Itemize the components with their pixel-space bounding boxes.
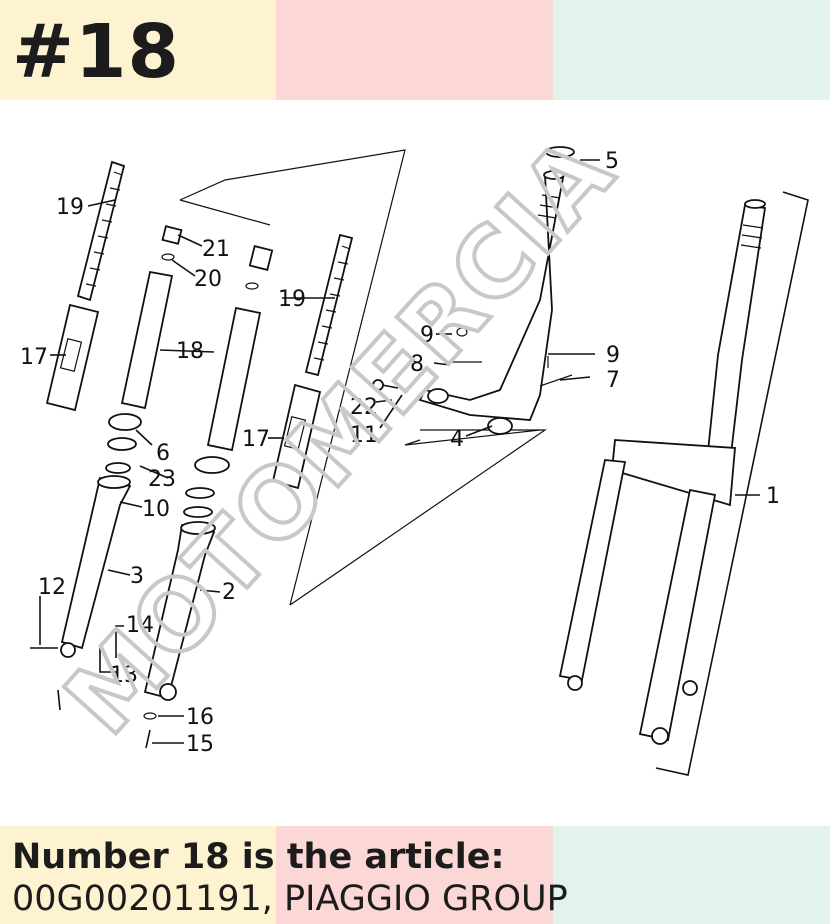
callout-3: 3 [130,564,144,589]
header-band-yellow [0,0,276,100]
parts-20-21 [161,225,274,290]
damper-17-left [45,303,100,412]
header-band [0,0,830,100]
spring-19-left [76,160,126,302]
caption-band [0,826,830,924]
callout-1: 1 [766,484,780,509]
exploded-parts-diagram: 1 2 3 4 5 6 7 8 9 9 10 11 12 13 14 15 16… [20,114,809,776]
fork-leg-2 [143,521,216,701]
callout-11: 11 [350,423,378,448]
bolts-12-15-16 [30,647,157,749]
caption-heading: Number 18 is the article: [12,837,505,877]
caption-band-mint [553,826,830,924]
screws-7-8-9-22 [372,327,573,391]
leader-lines [39,159,760,744]
callout-8: 8 [410,352,424,377]
callout-19-left: 19 [56,195,84,220]
dashed-frame-lower [289,429,547,606]
callout-12: 12 [38,575,66,600]
callout-17-right: 17 [242,427,270,452]
fork-tube-18-right [206,306,262,452]
callout-22: 22 [350,395,378,420]
callout-20: 20 [194,267,222,292]
callout-4: 4 [450,427,464,452]
callout-17-left: 17 [20,345,48,370]
callout-7: 7 [606,368,620,393]
fork-tube-18-left [120,270,174,410]
callout-23: 23 [148,467,176,492]
caption-band-pink [276,826,553,924]
steering-stem-4 [418,170,565,435]
callout-6: 6 [156,441,170,466]
watermark-text: MOTOMERCIA [44,116,636,756]
callout-18: 18 [176,339,204,364]
fork-assembly-1 [558,199,767,745]
callout-21: 21 [202,237,230,262]
bracket-part-1 [655,191,809,776]
article-number: 00G00201191, PIAGGIO GROUP [12,879,568,919]
callout-13: 13 [110,663,138,688]
header-band-mint [553,0,830,100]
callout-5: 5 [605,149,619,174]
header-band-pink [276,0,553,100]
washers-6-23-10 [105,413,230,518]
nut-5 [545,146,575,158]
callout-labels: 1 2 3 4 5 6 7 8 9 9 10 11 12 13 14 15 16… [20,149,780,757]
callout-2: 2 [222,580,236,605]
callout-10: 10 [142,497,170,522]
article-caption: Number 18 is the article: 00G00201191, P… [12,836,568,920]
dashed-frame-upper [179,149,406,606]
callout-16: 16 [186,705,214,730]
spring-19-right [304,233,354,377]
callout-9-right: 9 [606,343,620,368]
callout-19-right: 19 [278,287,306,312]
callout-9-upper: 9 [420,323,434,348]
callout-15: 15 [186,732,214,757]
caption-band-yellow [0,826,276,924]
damper-17-right [271,383,322,490]
fork-leg-3 [60,475,132,658]
page-title: #18 [12,9,180,95]
callout-14: 14 [126,613,154,638]
